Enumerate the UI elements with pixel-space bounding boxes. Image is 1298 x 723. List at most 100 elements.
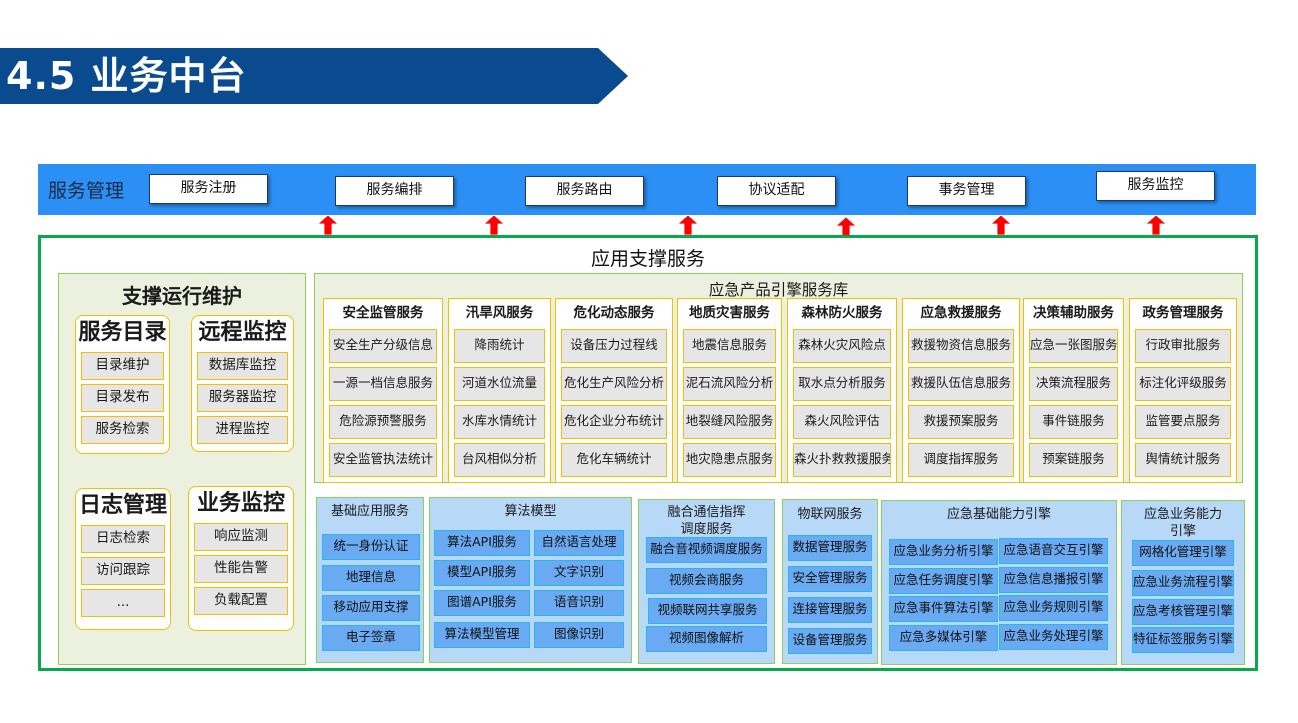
service-routing-button[interactable]: 服务路由 [525, 176, 644, 206]
iot-item[interactable]: 安全管理服务 [788, 566, 872, 592]
iot-title: 物联网服务 [797, 507, 863, 522]
fused-comm-item[interactable]: 视频图像解析 [646, 626, 767, 652]
engine-service-item[interactable]: 水库水情统计 [454, 405, 545, 439]
engine-service-item[interactable]: 舆情统计服务 [1135, 443, 1231, 477]
engine-column: 危化动态服务设备压力过程线危化生产风险分析危化企业分布统计危化车辆统计 [555, 298, 673, 483]
algorithm-item[interactable]: 图像识别 [534, 622, 624, 648]
biz-engine-item[interactable]: 网格化管理引擎 [1132, 540, 1234, 566]
algorithm-item[interactable]: 算法API服务 [434, 530, 530, 556]
basic-engine-item[interactable]: 应急业务处理引擎 [999, 624, 1108, 650]
basic-engine-item[interactable]: 应急信息播报引擎 [999, 567, 1108, 593]
group-item[interactable]: 性能告警 [194, 555, 288, 583]
engine-service-item[interactable]: 泥石流风险分析 [683, 367, 776, 401]
engine-service-item[interactable]: 应急一张图服务 [1029, 329, 1118, 363]
fused-comm-item[interactable]: 视频联网共享服务 [648, 598, 767, 624]
group-item[interactable]: 目录维护 [81, 352, 164, 380]
group-item[interactable]: 服务检索 [81, 416, 164, 444]
group-item[interactable]: 访问跟踪 [81, 557, 165, 585]
engine-service-item[interactable]: 标注化评级服务 [1135, 367, 1231, 401]
algorithm-item[interactable]: 语音识别 [534, 590, 624, 616]
iot-item[interactable]: 数据管理服务 [788, 535, 872, 561]
algorithm-item[interactable]: 文字识别 [534, 560, 624, 586]
engine-service-item[interactable]: 危险源预警服务 [329, 405, 437, 439]
basic-app-item[interactable]: 地理信息 [322, 565, 420, 591]
engine-service-item[interactable]: 森林火灾风险点 [793, 329, 891, 363]
engine-service-item[interactable]: 决策流程服务 [1029, 367, 1118, 401]
biz-engine-item[interactable]: 应急考核管理引擎 [1132, 599, 1234, 625]
engine-service-item[interactable]: 调度指挥服务 [908, 443, 1014, 477]
group-item[interactable]: 日志检索 [81, 525, 165, 553]
engine-service-item[interactable]: 河道水位流量 [454, 367, 545, 401]
fused-comm-title-line2: 调度服务 [680, 522, 733, 537]
engine-column-title: 决策辅助服务 [1033, 305, 1114, 321]
basic-app-item[interactable]: 电子签章 [322, 625, 420, 651]
basic-app-item[interactable]: 移动应用支撑 [322, 595, 420, 621]
engine-service-item[interactable]: 地震信息服务 [683, 329, 776, 363]
engine-service-item[interactable]: 事件链服务 [1029, 405, 1118, 439]
engine-service-item[interactable]: 监管要点服务 [1135, 405, 1231, 439]
engine-library-panel: 应急产品引擎服务库 安全监管服务安全生产分级信息一源一档信息服务危险源预警服务安… [314, 273, 1243, 483]
engine-service-item[interactable]: 森火扑救救援服务 [793, 443, 891, 477]
group-item[interactable]: ... [81, 589, 165, 617]
basic-engine-item[interactable]: 应急语音交互引擎 [999, 538, 1108, 564]
biz-engine-item[interactable]: 应急业务流程引擎 [1132, 570, 1234, 596]
engine-column-title: 安全监管服务 [342, 305, 424, 321]
fused-comm-panel: 融合通信指挥 调度服务 融合音视频调度服务 视频会商服务 视频联网共享服务 视频… [638, 499, 775, 664]
engine-service-item[interactable]: 取水点分析服务 [793, 367, 891, 401]
basic-engine-item[interactable]: 应急事件算法引擎 [889, 596, 998, 622]
algorithm-item[interactable]: 图谱API服务 [434, 590, 530, 616]
transaction-management-button[interactable]: 事务管理 [907, 176, 1026, 206]
engine-service-item[interactable]: 救援物资信息服务 [908, 329, 1014, 363]
basic-app-title: 基础应用服务 [330, 504, 409, 519]
basic-engine-item[interactable]: 应急业务分析引擎 [889, 539, 998, 565]
engine-column: 应急救援服务救援物资信息服务救援队伍信息服务救援预案服务调度指挥服务 [902, 298, 1020, 483]
engine-column-title: 汛旱风服务 [465, 305, 534, 321]
engine-service-item[interactable]: 安全生产分级信息 [329, 329, 437, 363]
engine-service-item[interactable]: 地灾隐患点服务 [683, 443, 776, 477]
engine-service-item[interactable]: 预案链服务 [1029, 443, 1118, 477]
engine-service-item[interactable]: 危化车辆统计 [561, 443, 667, 477]
iot-panel: 物联网服务 数据管理服务 安全管理服务 连接管理服务 设备管理服务 [782, 499, 878, 664]
group-item[interactable]: 进程监控 [197, 416, 288, 444]
basic-app-item[interactable]: 统一身份认证 [322, 534, 420, 560]
basic-engine-item[interactable]: 应急业务规则引擎 [999, 595, 1108, 621]
engine-service-item[interactable]: 降雨统计 [454, 329, 545, 363]
iot-item[interactable]: 连接管理服务 [788, 597, 872, 623]
group-item[interactable]: 响应监测 [194, 523, 288, 551]
service-monitor-button[interactable]: 服务监控 [1096, 171, 1215, 201]
log-management-group: 日志管理 日志检索 访问跟踪 ... [75, 488, 171, 630]
fused-comm-item[interactable]: 融合音视频调度服务 [646, 537, 767, 563]
iot-item[interactable]: 设备管理服务 [788, 628, 872, 654]
service-register-button[interactable]: 服务注册 [149, 174, 268, 204]
engine-service-item[interactable]: 危化企业分布统计 [561, 405, 667, 439]
engine-service-item[interactable]: 一源一档信息服务 [329, 367, 437, 401]
group-item[interactable]: 负载配置 [194, 587, 288, 615]
engine-service-item[interactable]: 设备压力过程线 [561, 329, 667, 363]
engine-column: 地质灾害服务地震信息服务泥石流风险分析地裂缝风险服务地灾隐患点服务 [677, 298, 782, 483]
fused-comm-item[interactable]: 视频会商服务 [646, 568, 767, 594]
service-management-label: 服务管理 [48, 180, 125, 202]
business-monitor-group: 业务监控 响应监测 性能告警 负载配置 [188, 486, 294, 631]
biz-engine-item[interactable]: 特征标签服务引擎 [1132, 627, 1234, 653]
engine-service-item[interactable]: 行政审批服务 [1135, 329, 1231, 363]
engine-service-item[interactable]: 台风相似分析 [454, 443, 545, 477]
biz-engine-title-line1: 应急业务能力 [1143, 507, 1222, 522]
basic-engine-item[interactable]: 应急任务调度引擎 [889, 568, 998, 594]
engine-service-item[interactable]: 地裂缝风险服务 [683, 405, 776, 439]
service-catalog-group: 服务目录 目录维护 目录发布 服务检索 [75, 315, 170, 454]
group-item[interactable]: 目录发布 [81, 384, 164, 412]
engine-service-item[interactable]: 救援队伍信息服务 [908, 367, 1014, 401]
algorithm-item[interactable]: 模型API服务 [434, 560, 530, 586]
group-item[interactable]: 数据库监控 [197, 352, 288, 380]
protocol-adapter-button[interactable]: 协议适配 [717, 176, 836, 206]
engine-service-item[interactable]: 危化生产风险分析 [561, 367, 667, 401]
engine-service-item[interactable]: 森火风险评估 [793, 405, 891, 439]
engine-column: 决策辅助服务应急一张图服务决策流程服务事件链服务预案链服务 [1023, 298, 1124, 483]
service-orchestration-button[interactable]: 服务编排 [335, 176, 454, 206]
basic-engine-item[interactable]: 应急多媒体引擎 [889, 625, 998, 651]
group-item[interactable]: 服务器监控 [197, 384, 288, 412]
algorithm-item[interactable]: 算法模型管理 [434, 622, 530, 648]
algorithm-item[interactable]: 自然语言处理 [534, 530, 624, 556]
engine-service-item[interactable]: 救援预案服务 [908, 405, 1014, 439]
engine-service-item[interactable]: 安全监管执法统计 [329, 443, 437, 477]
